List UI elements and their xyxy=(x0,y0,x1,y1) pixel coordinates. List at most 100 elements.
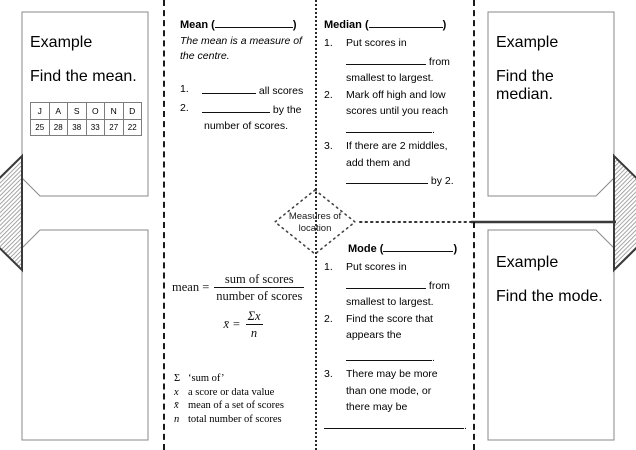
median-heading-suffix: ) xyxy=(442,19,447,31)
table-cell: O xyxy=(85,102,105,120)
table-cell: S xyxy=(67,102,87,120)
legend-symbol: n xyxy=(174,413,180,425)
legend-meaning: ‘sum of’ xyxy=(188,373,225,384)
answer-area-median[interactable] xyxy=(490,50,610,192)
mean-step1-blank[interactable] xyxy=(202,81,256,94)
list-item: 1. Put scores in from smallest to larges… xyxy=(324,35,470,87)
mode-heading-prefix: Mode ( xyxy=(348,243,384,255)
step-number: 1. xyxy=(180,83,189,95)
right-arrow-point xyxy=(613,153,636,273)
answer-area-mode[interactable] xyxy=(490,272,610,436)
step-text: by the xyxy=(272,103,302,116)
mean-step2-blank[interactable] xyxy=(202,100,270,113)
mode-heading-blank[interactable] xyxy=(383,238,454,252)
answer-area-blank[interactable] xyxy=(30,240,142,430)
divider-right xyxy=(473,0,475,450)
legend-symbol: x̄ xyxy=(174,400,179,411)
step-text: . xyxy=(432,351,435,364)
step-text: Put scores in xyxy=(346,261,407,273)
table-cell: 38 xyxy=(67,119,87,136)
mean-definition: The mean is a measure of the centre. xyxy=(180,35,302,62)
section-mode: Mode () 1. Put scores in from smallest t… xyxy=(324,238,470,434)
centre-node-line1: Measures of xyxy=(288,211,342,222)
median-heading: Median () xyxy=(324,14,470,33)
table-cell: D xyxy=(122,102,142,120)
step-number: 1. xyxy=(324,261,333,273)
table-cell: 33 xyxy=(85,119,105,136)
mean-formula: mean = sum of scores number of scores x̄… xyxy=(172,272,314,340)
step-line3: smallest to largest. xyxy=(346,72,434,84)
mean-formula-fraction: sum of scores number of scores xyxy=(214,272,305,303)
mode-step3-blank[interactable] xyxy=(324,416,464,429)
median-step3-blank[interactable] xyxy=(346,171,428,184)
list-item: 2. by the number of scores. xyxy=(180,100,310,135)
centre-node-line2: location xyxy=(298,222,332,234)
table-cell: 25 xyxy=(30,119,50,136)
mean-formula-symbolic: x̄ = Σx n xyxy=(172,309,314,340)
mode-steps: 1. Put scores in from smallest to larges… xyxy=(324,259,470,434)
legend-row: x a score or data value xyxy=(174,386,314,400)
fraction-denominator: number of scores xyxy=(216,289,303,303)
step-number: 2. xyxy=(324,312,333,325)
list-item: 2. Find the score that appears the . xyxy=(324,311,470,367)
section-median: Median () 1. Put scores in from smallest… xyxy=(324,14,470,190)
mode-step2-blank[interactable] xyxy=(346,348,432,361)
step-line2: add them and xyxy=(346,156,411,169)
legend-row: n total number of scores xyxy=(174,413,314,427)
legend-row: x̄ mean of a set of scores xyxy=(174,399,314,413)
mean-heading: Mean () xyxy=(180,14,310,33)
step-text: all scores xyxy=(258,85,304,97)
list-item: 3. If there are 2 middles, add them and … xyxy=(324,138,470,190)
step-line3: by 2. xyxy=(346,171,470,190)
legend-symbol: Σ xyxy=(174,373,181,384)
mean-heading-blank[interactable] xyxy=(214,14,293,28)
list-item: 1. all scores xyxy=(180,81,310,100)
step-line2: appears the xyxy=(346,329,402,341)
list-item: 1. Put scores in from smallest to larges… xyxy=(324,259,470,311)
step-line3: smallest to largest. xyxy=(346,296,434,308)
example-mean: Example Find the mean. J A S O N D 25 28… xyxy=(30,18,142,136)
legend-meaning: total number of scores xyxy=(188,413,282,425)
symbolic-fraction: Σx n xyxy=(245,309,263,340)
divider-left xyxy=(163,0,165,450)
table-cell: 28 xyxy=(48,119,68,136)
mode-step1-blank[interactable] xyxy=(346,276,426,289)
step-line3: . xyxy=(346,348,470,367)
table-cell: N xyxy=(104,102,124,120)
legend-meaning: a score or data value xyxy=(188,386,275,398)
median-heading-blank[interactable] xyxy=(368,14,443,28)
step-line3: there may be xyxy=(346,401,408,413)
legend-row: Σ ‘sum of’ xyxy=(174,372,314,386)
legend-meaning: mean of a set of scores xyxy=(188,400,284,411)
mode-heading-suffix: ) xyxy=(453,243,458,255)
step-line2: from xyxy=(346,52,470,71)
step-text-line2: number of scores. xyxy=(204,120,289,132)
centre-node-label: Measures of location xyxy=(270,211,360,234)
fraction-numerator: sum of scores xyxy=(214,272,305,288)
table-row-values: 25 28 38 33 27 22 xyxy=(30,119,142,136)
mean-formula-word: mean = sum of scores number of scores xyxy=(172,272,314,303)
step-text: . xyxy=(464,419,467,432)
table-cell: J xyxy=(30,102,50,120)
median-steps: 1. Put scores in from smallest to larges… xyxy=(324,35,470,190)
table-cell: A xyxy=(48,102,68,120)
step-line2: scores until you reach xyxy=(346,105,449,117)
step-text: from xyxy=(428,55,450,68)
mean-symbol-legend: Σ ‘sum of’ x a score or data value x̄ mean … xyxy=(174,372,314,426)
left-arrow-hatched xyxy=(0,177,23,249)
legend-symbol: x xyxy=(174,386,179,398)
mean-formula-lhs: mean = xyxy=(172,280,210,294)
mean-formula-symbolic-lhs: x̄ = xyxy=(223,317,241,331)
fraction-numerator: Σx xyxy=(245,309,263,325)
mean-heading-suffix: ) xyxy=(292,19,297,31)
left-arrow-point xyxy=(0,153,23,273)
step-text: There may be more xyxy=(346,368,438,380)
median-step2-blank[interactable] xyxy=(346,120,432,133)
mean-steps: 1. all scores 2. by the number of scores… xyxy=(180,81,310,135)
median-step1-blank[interactable] xyxy=(346,52,426,65)
table-row-headers: J A S O N D xyxy=(30,102,142,120)
step-number: 3. xyxy=(324,368,333,380)
step-text: Mark off high and low xyxy=(346,88,446,101)
step-number: 1. xyxy=(324,37,333,49)
